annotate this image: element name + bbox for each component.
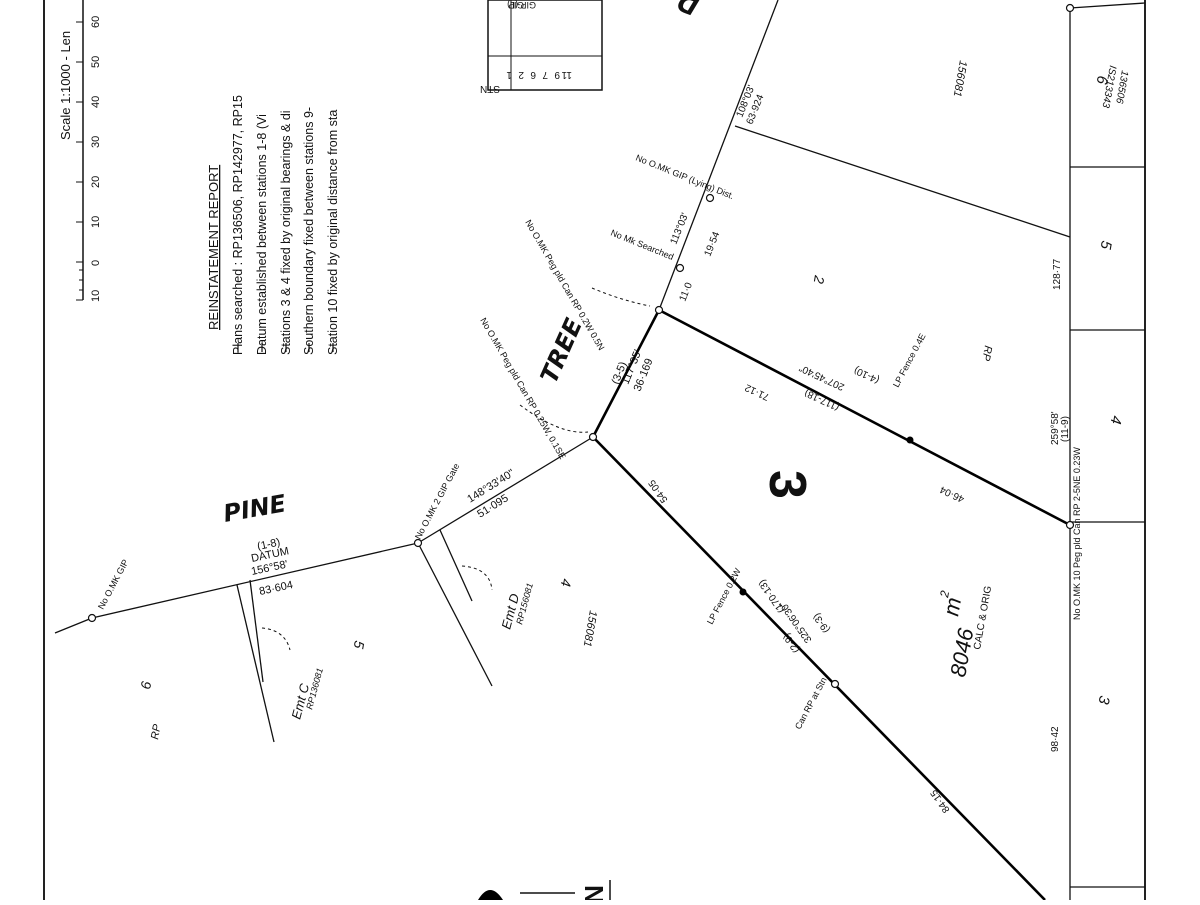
table-station: 7 [542,69,548,80]
east-distance: 128·77 [1052,258,1063,290]
scale-title: Scale 1:1000 - Len [58,31,73,140]
station-table: STN 1 2 6 7 9 11 GIP (L) GIP [480,0,603,94]
lot-label: RP [149,723,164,741]
report-line: Station 10 fixed by original distance fr… [326,110,340,355]
east-ref: (11-9) [1060,416,1071,442]
easement-d-line-a [417,542,493,687]
scale-tick: 50 [90,56,102,68]
datum-ref: (1-8) [256,536,281,553]
report-line: Datum established between stations 1-8 (… [255,114,269,355]
north-arrow-label: N [579,885,609,900]
table-station: 1 [506,69,512,80]
mark-note: No O.MK GIP [96,558,131,611]
northeast-line [1069,2,1146,9]
station-marks [87,3,1075,689]
road-name-tree: TREE [535,314,588,388]
lot-area: 8046 [945,626,978,679]
report-heading: REINSTATEMENT REPORT [206,165,221,330]
north-arrow: N [478,880,611,904]
road-name-pine: PINE [221,489,289,528]
reinstatement-report: REINSTATEMENT REPORT Plans searched : RP… [206,95,340,355]
report-line: Southern boundary fixed between stations… [302,107,316,355]
lot-number: 3 [758,470,816,499]
station-mark [675,263,685,273]
station-mark [705,193,715,203]
station-mark [1065,3,1075,13]
station-mark [588,432,598,442]
mark-note: No Mk Searched [609,228,675,262]
segment-bearing: 113°03' [669,211,692,246]
fence-note: LP Fence 0.4E [891,332,928,389]
segment-distance: 11·0 [678,281,696,303]
lot-label: 5 [1096,239,1114,251]
lot-label: 4 [1107,414,1125,425]
report-line: Plans searched : RP136506, RP142977, RP1… [231,95,245,355]
station-mark [830,679,840,689]
datum-distance: 83·604 [258,579,294,598]
lot-label: 4 [558,577,575,588]
station-mark [87,613,97,623]
table-station: 9 [554,69,560,80]
scale-tick: 20 [90,176,102,188]
scale-tick: 30 [90,136,102,148]
table-header: STN [480,83,500,94]
south-ref: (9-3) [811,611,832,635]
table-station: 11 [561,69,572,80]
lot-label: 6 [1092,74,1110,86]
lot-area-note: CALC & ORIG [972,585,994,651]
lot-label: RP [979,344,994,362]
east-bearing: 259°58' [1050,411,1061,445]
table-station: 2 [518,69,524,80]
north-distance: 71·12 [743,381,771,402]
lot-label: 3 [1094,694,1112,706]
pine-road-line-left [54,617,93,634]
lot-label: 6 [137,680,154,691]
scale-tick: 40 [90,96,102,108]
lot-3-boundary [591,308,1071,901]
scale-tick: 10 [90,216,102,228]
easement-c-line-b [249,579,264,683]
report-line: Stations 3 & 4 fixed by original bearing… [279,110,293,355]
scale-tick: 60 [90,16,102,28]
easement-c-line-a [236,584,275,743]
scale-bar: 10 0 10 20 30 40 50 60 Scale 1:1000 - Le… [58,0,102,302]
segment-distance: 19·54 [703,230,723,258]
east-low-distance: 98·42 [1050,726,1061,752]
leader-arrows [261,287,651,651]
south-distance: 54·05 [647,477,671,505]
lot-2-north-line [734,125,1071,238]
lot-area-sup: 2 [937,589,952,599]
station-mark [413,538,423,548]
easement-d-line-b [439,529,473,602]
fence-mark [906,436,914,444]
lot-label: 2 [811,273,828,285]
station-mark [654,305,664,315]
lot-area-unit: m [938,595,966,617]
lot-label: 156081 [581,609,599,647]
lot-label: 5 [351,639,368,650]
pine-road-line-datum [91,542,419,619]
fence-note: LP Fence 0.2W [705,566,743,626]
scale-tick: 10 [90,290,102,302]
fence-mark [739,588,747,596]
mark-note: Can RP at Stn [793,676,829,731]
north-ref: (4-10) [852,364,881,385]
table-station: 6 [530,69,536,80]
lot-label: 156081 [951,59,969,97]
table-partial: GIP (L) [507,0,536,10]
pine-road-line-upper [417,436,594,544]
mark-note: No O.MK 2 GIP Gate [413,462,461,541]
table-partial: GIP [508,0,524,10]
tree-road-line-upper [658,0,779,311]
boundary-lines-thin [54,0,1146,900]
mark-note: No O.MK GIP (Lying) Dist. [634,153,735,202]
station-mark [1065,520,1075,530]
scale-tick: 0 [90,260,102,266]
north-distance: 46·04 [938,483,966,504]
station-10-note: No O.MK 10 Peg pld Can RP 2-5NE 0.23W [1072,447,1082,620]
road-name-top: D [674,0,702,21]
